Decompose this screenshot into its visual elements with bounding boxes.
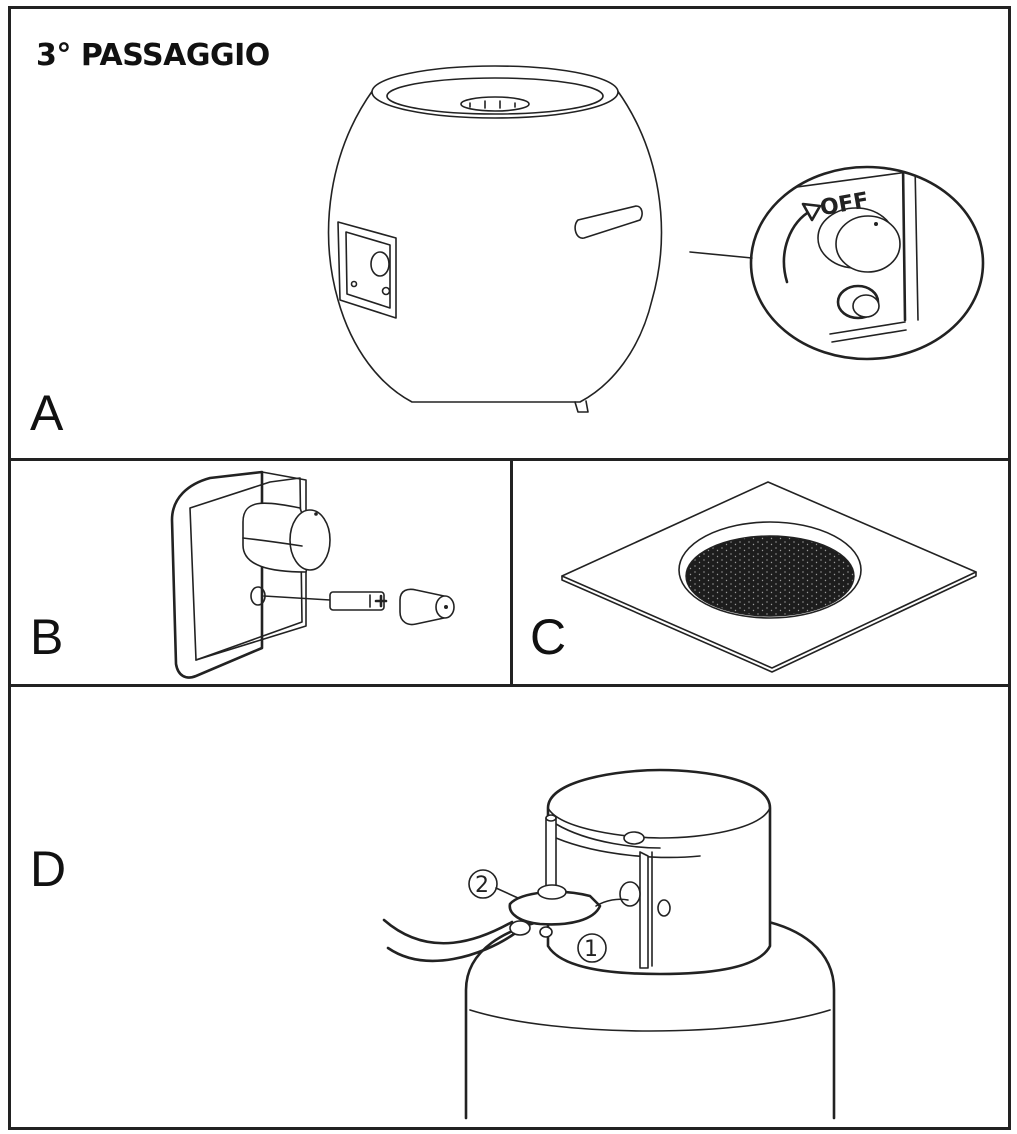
panel-b-illustration — [0, 0, 1017, 690]
panel-c-illustration — [0, 0, 1017, 690]
divider-bc — [510, 458, 513, 686]
ignition-cap — [400, 589, 454, 624]
fire-bowl — [329, 66, 662, 412]
callout-1-marker: 1 — [578, 934, 606, 962]
battery — [330, 592, 386, 610]
callout-1-text: 1 — [584, 937, 598, 962]
callout-2-text: 2 — [475, 873, 489, 898]
magnified-knob-detail: OFF — [751, 165, 983, 359]
diagram-frame — [8, 6, 1011, 1130]
divider-ab — [8, 458, 1011, 461]
magnify-leader-line — [690, 252, 752, 258]
divider-cd — [8, 684, 1011, 687]
gas-hose — [384, 920, 514, 961]
panel-b-label: B — [30, 609, 64, 665]
panel-d-label: D — [30, 841, 67, 897]
gas-cylinder — [466, 770, 834, 1118]
panel-c-label: C — [530, 609, 567, 665]
lava-rocks — [686, 536, 854, 616]
gas-regulator — [510, 885, 628, 937]
panel-a-label: A — [30, 385, 64, 441]
control-knob — [243, 503, 330, 572]
ignition-socket — [251, 587, 330, 605]
callout-2-marker: 2 — [469, 870, 518, 898]
panel-a-illustration: OFF — [0, 0, 1017, 460]
step-title: 3° PASSAGGIO — [36, 38, 270, 73]
